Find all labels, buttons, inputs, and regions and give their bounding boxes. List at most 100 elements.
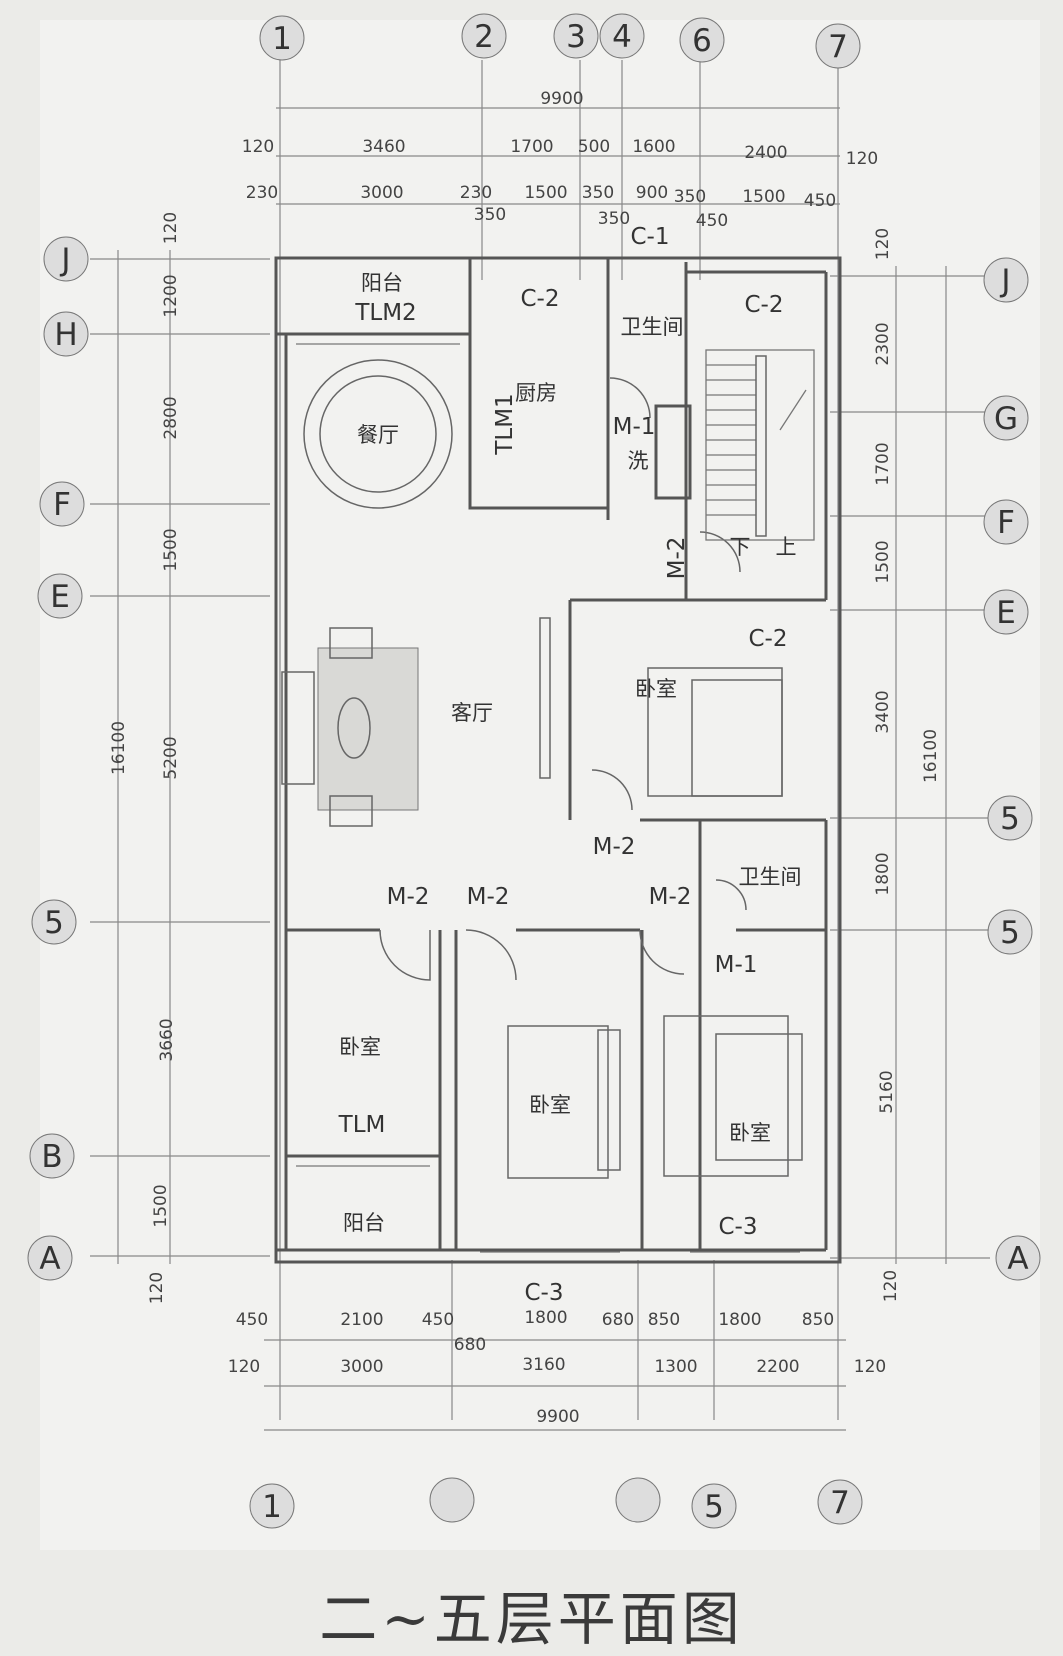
axis-top-1: 1	[272, 21, 292, 57]
dim-top-total: 9900	[540, 89, 583, 109]
dim-right-7: 120	[881, 1270, 901, 1302]
room-bath-top: 卫生间	[621, 315, 684, 339]
axis-left-E: E	[50, 579, 70, 615]
dimension-lines	[117, 107, 947, 1431]
axis-top-7: 7	[828, 29, 848, 65]
dim-left-1: 1200	[161, 274, 181, 317]
dim-top-r2-3: 500	[578, 137, 610, 157]
dim-bottom-r2-0: 120	[228, 1357, 260, 1377]
dim-bottom-r1-7: 850	[802, 1310, 834, 1330]
axis-top-4: 4	[612, 19, 632, 55]
dim-top-r2-1: 3460	[362, 137, 405, 157]
axis-right-E: E	[996, 595, 1016, 631]
axis-left-A: A	[39, 1241, 60, 1277]
code-m2-left: M-2	[387, 884, 430, 910]
axis-right-A: A	[1007, 1241, 1028, 1277]
dim-top-r3-6: 350	[674, 187, 706, 207]
room-wash: 洗	[628, 449, 649, 473]
code-c2-stair: C-2	[745, 292, 784, 318]
dim-bottom-r2-3: 1300	[654, 1357, 697, 1377]
axis-right-5b: 5	[1000, 915, 1020, 951]
dim-right-6: 5160	[877, 1070, 897, 1113]
dim-bottom-r1-6: 1800	[718, 1310, 761, 1330]
code-c2-bed: C-2	[749, 626, 788, 652]
axis-bottom-5: 5	[704, 1489, 724, 1525]
stair	[705, 349, 815, 541]
room-kitchen: 厨房	[515, 381, 557, 405]
dim-right-1: 2300	[873, 322, 893, 365]
room-bed-left: 卧室	[339, 1035, 381, 1059]
dim-top-r2-0: 120	[242, 137, 274, 157]
dim-left-4: 5200	[161, 736, 181, 779]
dim-bottom-r2-1: 3000	[340, 1357, 383, 1377]
dim-right-total: 16100	[921, 729, 941, 783]
room-living: 客厅	[451, 701, 493, 725]
axis-left-B: B	[41, 1139, 62, 1175]
dim-bottom-r1b: 680	[454, 1335, 486, 1355]
dim-bottom-total: 9900	[536, 1407, 579, 1427]
dim-bottom-r2-2: 3160	[522, 1355, 565, 1375]
dim-bottom-r1-2: 450	[422, 1310, 454, 1330]
axis-bottom-7: 7	[830, 1485, 850, 1521]
dim-top-r3-1: 3000	[360, 183, 403, 203]
axis-left-H: H	[54, 317, 77, 353]
room-balcony-bottom: 阳台	[343, 1211, 385, 1235]
axis-right-J: J	[999, 263, 1010, 299]
dining-table-icon	[303, 359, 453, 509]
dim-left-2: 2800	[161, 396, 181, 439]
dim-bottom-r1-1: 2100	[340, 1310, 383, 1330]
dim-bottom-r2-5: 120	[854, 1357, 886, 1377]
code-c3-bottom: C-3	[525, 1280, 564, 1306]
axis-right-G: G	[994, 401, 1018, 437]
axis-left-F: F	[53, 487, 71, 523]
dim-top-r3b-1: 350	[598, 209, 630, 229]
dim-top-r3-8: 450	[804, 191, 836, 211]
axis-right-F: F	[997, 505, 1015, 541]
dim-top-r2-5: 2400	[744, 143, 787, 163]
dim-left-6: 1500	[151, 1184, 171, 1227]
room-bed-right: 卧室	[729, 1121, 771, 1145]
dim-right-3: 1500	[873, 540, 893, 583]
dim-top-r2-2: 1700	[510, 137, 553, 157]
dim-left-0: 120	[161, 212, 181, 244]
sofa-set-icon	[281, 627, 419, 827]
code-tlm1: TLM1	[492, 393, 518, 455]
dim-bottom-r1-3: 1800	[524, 1308, 567, 1328]
code-m1-bath: M-1	[613, 414, 656, 440]
stair-up: 上	[776, 535, 797, 559]
code-m2-living: M-2	[593, 834, 636, 860]
code-m2-center: M-2	[467, 884, 510, 910]
code-tlm: TLM	[338, 1112, 386, 1138]
dim-right-5: 1800	[873, 852, 893, 895]
dim-top-r3b-2: 450	[696, 211, 728, 231]
axis-left-J: J	[59, 242, 70, 278]
code-c3-right: C-3	[719, 1214, 758, 1240]
dim-bottom-r1-5: 850	[648, 1310, 680, 1330]
page-title: 二~五层平面图	[319, 1585, 744, 1653]
dim-top-r2-6: 120	[846, 149, 878, 169]
code-c2-kitchen: C-2	[521, 286, 560, 312]
code-m2-stair: M-2	[664, 537, 690, 580]
walls	[274, 256, 842, 1264]
code-m2-bath: M-2	[649, 884, 692, 910]
room-dining: 餐厅	[357, 423, 399, 447]
axis-top-3: 3	[566, 19, 586, 55]
dim-top-r3b-0: 350	[474, 205, 506, 225]
axis-bottom-1: 1	[262, 1489, 282, 1525]
room-bed-mid: 卧室	[635, 677, 677, 701]
dim-bottom-r1-0: 450	[236, 1310, 268, 1330]
dim-left-7: 120	[147, 1272, 167, 1304]
dim-bottom-r1-4: 680	[602, 1310, 634, 1330]
dim-top-r3-7: 1500	[742, 187, 785, 207]
axis-top-2: 2	[474, 19, 494, 55]
axis-right-5a: 5	[1000, 801, 1020, 837]
dim-right-2: 1700	[873, 442, 893, 485]
dim-top-r3-0: 230	[246, 183, 278, 203]
dim-left-3: 1500	[161, 528, 181, 571]
axis-bubbles	[27, 13, 1041, 1529]
beds-icon	[507, 617, 803, 1179]
dim-top-r3-5: 900	[636, 183, 668, 203]
dim-right-4: 3400	[873, 690, 893, 733]
dim-left-5: 3660	[157, 1018, 177, 1061]
dim-top-r3-4: 350	[582, 183, 614, 203]
